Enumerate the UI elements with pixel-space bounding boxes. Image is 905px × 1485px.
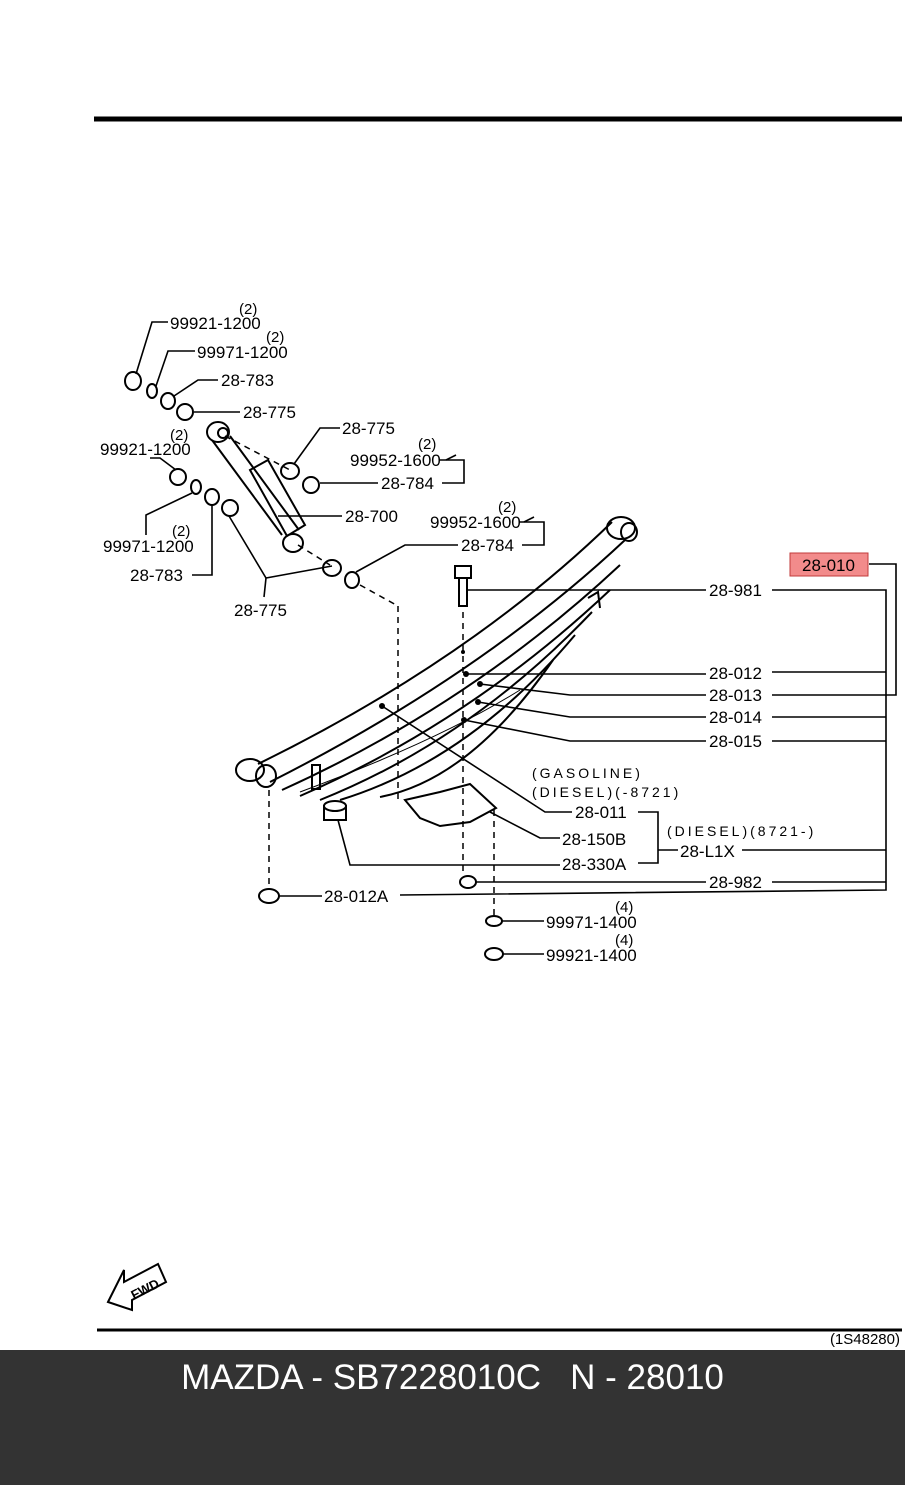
label-nut-top: 99921-1200 bbox=[170, 314, 261, 333]
label-qty-nut-bottom: (4) bbox=[615, 932, 633, 949]
label-qty-bolt-lower: (2) bbox=[498, 499, 516, 516]
label-main-leaf: 28-011 bbox=[575, 803, 627, 822]
label-washer-left: 99971-1200 bbox=[103, 537, 194, 556]
label-leaf-015: 28-015 bbox=[709, 732, 762, 751]
alignment-lines bbox=[224, 435, 495, 915]
label-bushing-330a: 28-330A bbox=[562, 855, 627, 874]
label-bushing-783-left: 28-783 bbox=[130, 566, 183, 585]
label-bolt-lower: 99952-1600 bbox=[430, 513, 521, 532]
leaf-spring-pack bbox=[235, 516, 638, 801]
exploded-parts-diagram: (2) 99921-1200 (2) 99971-1200 28-783 28-… bbox=[94, 116, 902, 1348]
label-center-nut: 28-982 bbox=[709, 873, 762, 892]
label-bushing-775-lower: 28-775 bbox=[234, 601, 287, 620]
label-qty-nut-left: (2) bbox=[170, 427, 188, 444]
label-leaf-013: 28-013 bbox=[709, 686, 762, 705]
label-qty-nut-top: (2) bbox=[239, 301, 257, 318]
label-bushing-784-lower: 28-784 bbox=[461, 536, 514, 555]
label-bushing-775-right: 28-775 bbox=[342, 419, 395, 438]
label-leaf-014: 28-014 bbox=[709, 708, 762, 727]
note-diesel-after: (DIESEL)(8721-) bbox=[667, 823, 816, 839]
small-parts bbox=[124, 371, 504, 961]
fwd-arrow-icon: FWD bbox=[106, 1262, 168, 1312]
spring-assembly-highlight bbox=[789, 552, 869, 577]
label-center-bolt: 28-981 bbox=[709, 581, 762, 600]
label-leaf-012: 28-012 bbox=[709, 664, 762, 683]
label-spring-plate: 28-150B bbox=[562, 830, 626, 849]
spring-plate bbox=[403, 782, 498, 828]
label-bushing-775-top: 28-775 bbox=[243, 403, 296, 422]
footer-bar bbox=[0, 1350, 905, 1485]
note-gasoline: (GASOLINE) bbox=[532, 765, 643, 781]
label-washer-bottom: 99971-1400 bbox=[546, 913, 637, 932]
figure-code: (1S48280) bbox=[830, 1331, 900, 1348]
label-qty-washer-top: (2) bbox=[266, 329, 284, 346]
label-bolt-upper: 99952-1600 bbox=[350, 451, 441, 470]
label-shock-absorber: 28-700 bbox=[345, 507, 398, 526]
label-qty-washer-left: (2) bbox=[172, 523, 190, 540]
label-washer-top: 99971-1200 bbox=[197, 343, 288, 362]
label-bushing-784-upper: 28-784 bbox=[381, 474, 434, 493]
leader-lines bbox=[135, 321, 897, 955]
label-kit-l1x: 28-L1X bbox=[680, 842, 735, 861]
part-labels: (2) 99921-1200 (2) 99971-1200 28-783 28-… bbox=[100, 301, 855, 965]
label-qty-bolt-upper: (2) bbox=[418, 436, 436, 453]
label-qty-washer-bottom: (4) bbox=[615, 899, 633, 916]
label-nut-left: 99921-1200 bbox=[100, 440, 191, 459]
leader-dots bbox=[379, 650, 483, 723]
label-nut-bottom: 99921-1400 bbox=[546, 946, 637, 965]
label-bushing-783-top: 28-783 bbox=[221, 371, 274, 390]
center-bolt bbox=[454, 565, 472, 607]
label-spring-assembly: 28-010 bbox=[802, 556, 855, 575]
footer-title: MAZDA - SB7228010C N - 28010 bbox=[181, 1358, 724, 1397]
shock-absorber bbox=[206, 421, 307, 553]
note-diesel-before: (DIESEL)(-8721) bbox=[532, 784, 681, 800]
label-bushing-012a: 28-012A bbox=[324, 887, 389, 906]
